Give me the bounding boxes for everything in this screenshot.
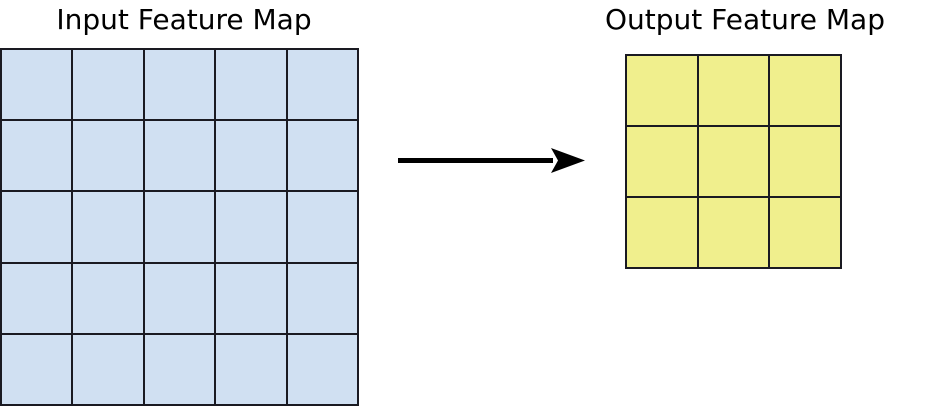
input-feature-map-cell [73, 50, 143, 120]
output-feature-map-cell [698, 56, 769, 125]
input-feature-map-cell [287, 334, 357, 404]
output-feature-map-title: Output Feature Map [605, 3, 885, 36]
input-feature-map-cell [216, 192, 286, 262]
arrow-head [551, 148, 585, 173]
output-feature-map-cell [627, 198, 697, 267]
input-feature-map-cell [216, 263, 286, 333]
output-feature-map-cell [627, 127, 697, 196]
input-feature-map-cell [216, 50, 286, 120]
input-feature-map-cell [144, 263, 215, 333]
transform-arrow [398, 148, 585, 173]
output-feature-map-cell [698, 127, 769, 196]
input-feature-map-cell [216, 334, 286, 404]
input-feature-map-cell [287, 192, 357, 262]
input-feature-map-cell [216, 121, 286, 191]
output-feature-map-cell [770, 56, 840, 125]
output-feature-map-cell [698, 198, 769, 267]
input-feature-map-title: Input Feature Map [56, 3, 312, 36]
input-feature-map-cell [2, 192, 72, 262]
input-feature-map-cell [287, 50, 357, 120]
input-feature-map-cell [144, 50, 215, 120]
input-feature-map-cell [287, 121, 357, 191]
output-feature-map-grid [625, 54, 842, 269]
output-feature-map-cell [627, 56, 697, 125]
input-feature-map-cell [73, 334, 143, 404]
input-feature-map-cell [144, 121, 215, 191]
input-feature-map-cell [73, 263, 143, 333]
output-feature-map-cell [770, 127, 840, 196]
output-feature-map-cell [770, 198, 840, 267]
input-feature-map-cell [2, 263, 72, 333]
input-feature-map-cell [73, 121, 143, 191]
input-feature-map-cell [73, 192, 143, 262]
input-feature-map-cell [287, 263, 357, 333]
input-feature-map-cell [144, 192, 215, 262]
input-feature-map-cell [144, 334, 215, 404]
input-feature-map-grid [0, 48, 359, 406]
input-feature-map-cell [2, 121, 72, 191]
input-feature-map-cell [2, 334, 72, 404]
input-feature-map-cell [2, 50, 72, 120]
